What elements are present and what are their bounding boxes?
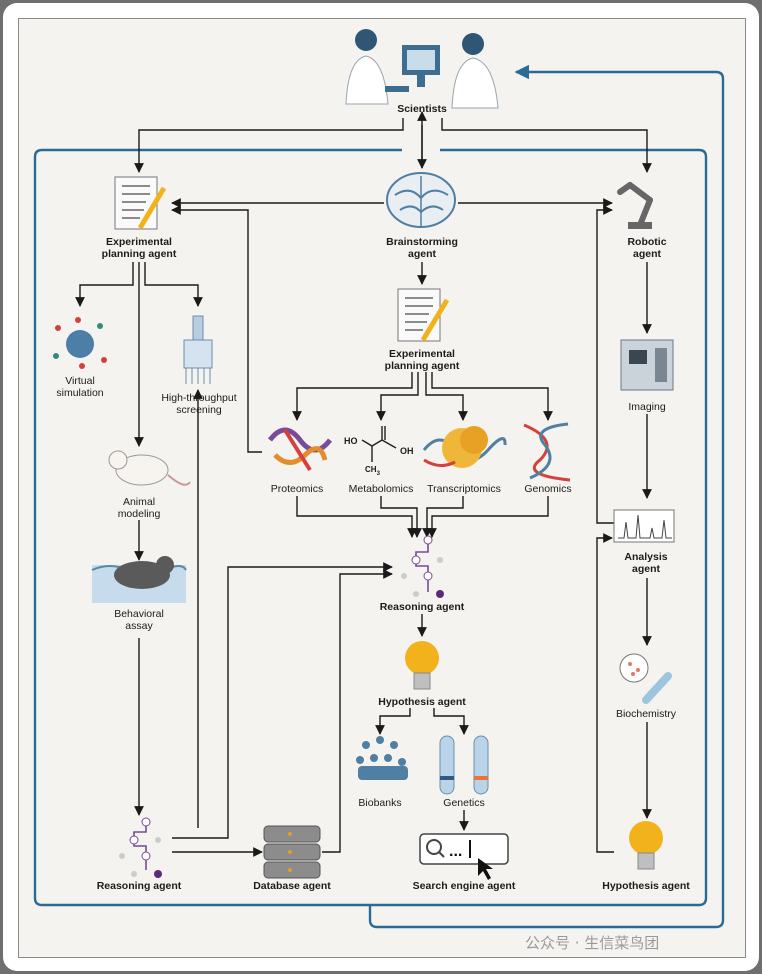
watermark-text: 公众号 · 生信菜鸟团 bbox=[525, 934, 660, 952]
rat-icon bbox=[108, 450, 191, 486]
label-reasoning-center: Reasoning agent bbox=[379, 601, 465, 613]
chem-oh: OH bbox=[400, 446, 414, 456]
robotic-arm-icon bbox=[617, 182, 653, 229]
petri-dish-test-tube-icon bbox=[619, 653, 672, 704]
pipette-icon bbox=[183, 315, 213, 384]
brain-icon bbox=[386, 172, 456, 228]
label-metabolomics: Metabolomics bbox=[348, 483, 414, 495]
label-hypothesis-right: Hypothesis agent bbox=[602, 880, 690, 892]
people-group-icon bbox=[356, 736, 408, 780]
lactic-acid-structure bbox=[361, 426, 397, 462]
label-biobanks: Biobanks bbox=[358, 797, 402, 809]
lightbulb-icon-right bbox=[629, 821, 663, 870]
dna-icon bbox=[523, 422, 571, 482]
search-box-icon bbox=[419, 833, 509, 880]
reasoning-tree-icon-center bbox=[401, 535, 444, 598]
chem-ho: HO bbox=[344, 436, 358, 446]
label-hypothesis-center: Hypothesis agent bbox=[378, 696, 466, 708]
checklist-icon-left bbox=[114, 176, 167, 230]
imaging-machine-icon bbox=[620, 339, 674, 391]
label-transcriptomics: Transcriptomics bbox=[427, 483, 501, 495]
chem-ch3: CH3 bbox=[365, 465, 381, 477]
label-scientists: Scientists bbox=[397, 103, 447, 115]
spectrum-chart-icon bbox=[613, 509, 675, 543]
swimming-mouse-icon bbox=[91, 556, 187, 603]
label-search: Search engine agent bbox=[412, 880, 516, 892]
label-genetics: Genetics bbox=[443, 797, 485, 809]
search-text: ... bbox=[449, 843, 462, 860]
database-icon bbox=[263, 825, 321, 879]
checklist-icon-center bbox=[397, 288, 450, 342]
scientists-icon bbox=[345, 29, 499, 109]
reasoning-tree-icon-left bbox=[119, 817, 162, 878]
label-database: Database agent bbox=[253, 880, 331, 892]
label-proteomics: Proteomics bbox=[270, 483, 324, 495]
label-imaging: Imaging bbox=[628, 401, 666, 413]
chromosomes-icon bbox=[439, 735, 489, 795]
protein-structure-icon bbox=[268, 427, 332, 472]
label-reasoning-left: Reasoning agent bbox=[96, 880, 182, 892]
feedback-loop bbox=[33, 64, 725, 929]
lightbulb-icon-center bbox=[405, 641, 439, 690]
molecule-simulation-icon bbox=[53, 317, 107, 369]
flow-arrows bbox=[75, 111, 652, 857]
ribosome-rna-icon bbox=[422, 426, 507, 468]
label-genomics: Genomics bbox=[524, 483, 572, 495]
label-biochemistry: Biochemistry bbox=[615, 708, 677, 720]
